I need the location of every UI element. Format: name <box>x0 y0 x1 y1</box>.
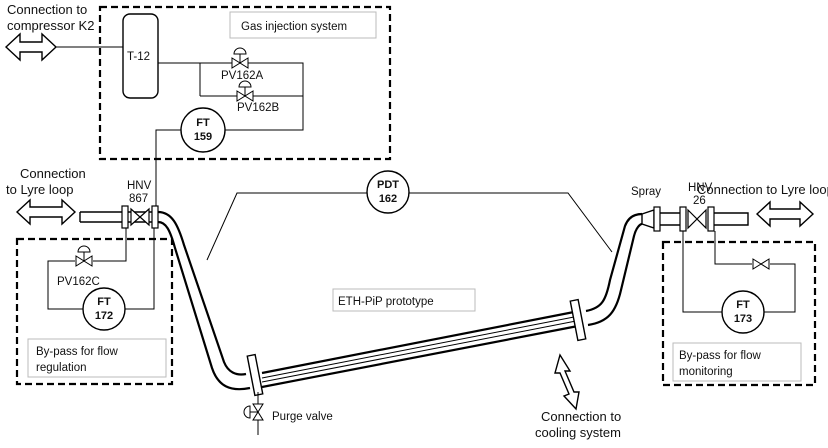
svg-text:172: 172 <box>95 310 113 322</box>
gas-injection-title-box: Gas injection system <box>229 11 377 39</box>
compressor-label-2: compressor K2 <box>7 18 94 33</box>
valve-pv162a <box>231 47 249 69</box>
hnv26-label-2: 26 <box>693 195 706 207</box>
svg-text:Gas injection system: Gas injection system <box>241 21 347 33</box>
flow-transmitter-ft173: FT 173 <box>721 290 765 334</box>
flange-right-1 <box>653 206 661 232</box>
lyre-right-label: Connection to Lyre loop <box>697 182 828 197</box>
flange-prototype-left <box>246 353 264 397</box>
svg-text:T-12: T-12 <box>127 51 150 63</box>
pv162c-label: PV162C <box>57 276 100 288</box>
gas-injection-boundary <box>98 5 392 161</box>
tank-t12: T-12 <box>122 13 159 99</box>
pv162a-label: PV162A <box>221 70 264 82</box>
svg-text:173: 173 <box>734 313 752 325</box>
bypass-right-boundary <box>661 240 817 387</box>
svg-text:monitoring: monitoring <box>679 366 733 378</box>
valve-pv162c <box>75 245 93 267</box>
flange-left-2 <box>151 205 159 229</box>
svg-text:By-pass for flow: By-pass for flow <box>679 350 761 362</box>
hnv867-label-2: 867 <box>129 193 148 205</box>
compressor-connection-arrow <box>4 32 58 62</box>
valve-pv162b <box>236 80 254 102</box>
svg-text:regulation: regulation <box>36 362 87 374</box>
lyre-left-arrow <box>15 198 77 226</box>
hnv26-label-1: HNV <box>688 182 713 194</box>
flange-left-1 <box>121 205 129 229</box>
svg-text:PDT: PDT <box>377 179 399 191</box>
flange-prototype-right <box>569 298 587 342</box>
svg-text:159: 159 <box>194 131 212 143</box>
cooling-connection-arrow <box>554 353 580 411</box>
svg-text:FT: FT <box>736 299 750 311</box>
purge-valve-label: Purge valve <box>272 411 333 423</box>
svg-text:FT: FT <box>97 296 111 308</box>
flange-right-2 <box>679 206 687 232</box>
bypass-right-label-box: By-pass for flow monitoring <box>672 342 802 382</box>
svg-text:By-pass for flow: By-pass for flow <box>36 346 118 358</box>
purge-valve <box>243 403 264 421</box>
spray-label: Spray <box>631 186 661 198</box>
svg-text:ETH-PiP prototype: ETH-PiP prototype <box>338 296 434 308</box>
cooling-label-2: cooling system <box>535 425 621 440</box>
pressure-transmitter-pdt162: PDT 162 <box>366 170 410 214</box>
hnv867-label-1: HNV <box>127 180 152 192</box>
main-pipe <box>157 210 643 391</box>
flow-transmitter-ft172: FT 172 <box>82 287 126 331</box>
valve-hnv26 <box>687 208 707 230</box>
pv162b-label: PV162B <box>237 102 280 114</box>
lyre-left-label-2: to Lyre loop <box>6 182 73 197</box>
svg-text:FT: FT <box>196 117 210 129</box>
valve-hnv867 <box>130 207 150 227</box>
svg-text:162: 162 <box>379 193 397 205</box>
cooling-label-1: Connection to <box>541 409 621 424</box>
lyre-left-label-1: Connection <box>20 166 86 181</box>
flange-right-3 <box>707 206 715 232</box>
lyre-right-arrow <box>755 200 815 228</box>
valve-bypass-right <box>752 258 770 270</box>
bypass-left-boundary <box>15 237 174 386</box>
spray-nozzle <box>641 209 655 229</box>
bypass-left-label-box: By-pass for flow regulation <box>27 338 167 378</box>
prototype-label-box: ETH-PiP prototype <box>332 288 476 312</box>
compressor-label-1: Connection to <box>7 2 87 17</box>
flow-transmitter-ft159: FT 159 <box>180 107 226 153</box>
